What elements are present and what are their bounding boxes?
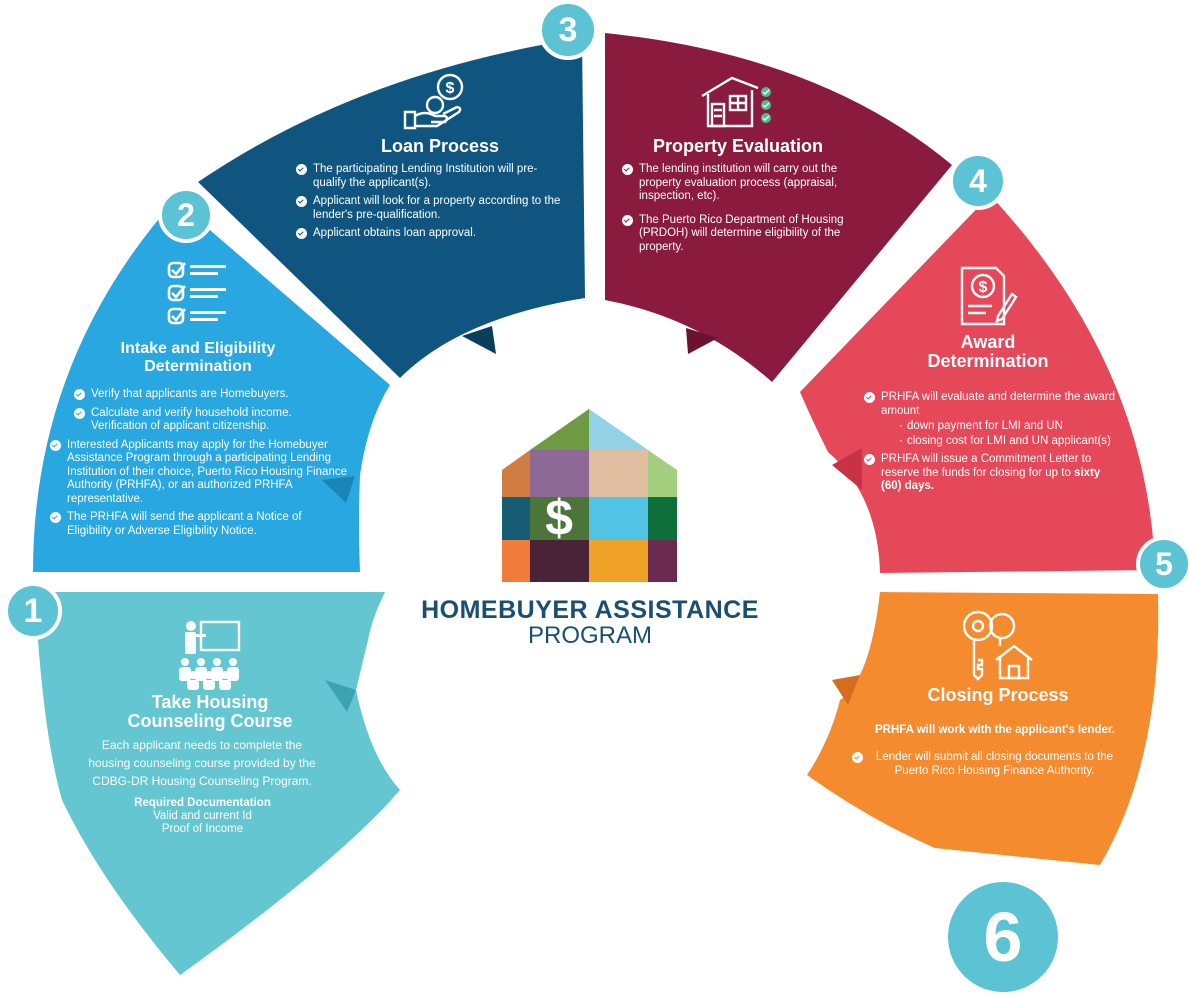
check-icon: [852, 752, 863, 763]
segment-5-shape: [800, 195, 1155, 573]
step-5-sub-item: down payment for LMI and UN: [899, 420, 1119, 434]
step-4-bullet-text: The Puerto Rico Department of Housing (P…: [639, 213, 844, 253]
program-title: HOMEBUYER ASSISTANCE PROGRAM: [395, 596, 785, 649]
program-title-line2: PROGRAM: [527, 622, 652, 649]
step-1-docs: Required Documentation Valid and current…: [110, 797, 295, 836]
step-5-bullet-bold: sixty (60) days.: [881, 466, 1101, 493]
presentation-icon: [179, 620, 241, 690]
step-2-bullet: Interested Applicants may apply for the …: [50, 439, 357, 507]
step-4-bullet: The lending institution will carry out t…: [622, 163, 872, 204]
step-2-bullet: Verify that applicants are Homebuyers.: [74, 388, 361, 402]
segment-4-shape: [605, 33, 952, 382]
step-5-title-line2: Determination: [927, 351, 1049, 371]
svg-text:$: $: [446, 80, 455, 97]
svg-text:$: $: [979, 279, 988, 296]
step-2-title-line1: Intake and Eligibility: [120, 340, 276, 357]
step-3-bullet: The participating Lending Institution wi…: [296, 163, 561, 190]
check-icon: [864, 454, 875, 465]
step-2-title: Intake and Eligibility Determination: [98, 340, 298, 376]
segment-2-shape: [33, 200, 390, 572]
step-4-number: 4: [969, 162, 987, 199]
step-4-list: The lending institution will carry out t…: [622, 163, 872, 259]
segment-6-shape: [807, 592, 1159, 865]
document-dollar-icon: $: [960, 266, 1018, 326]
step-5-bullet-text: PRHFA will issue a Commitment Letter to …: [881, 453, 1092, 479]
step-3-bullet-text: Applicant will look for a property accor…: [313, 195, 561, 221]
step-5-title-line1: Award: [960, 332, 1016, 352]
step-5-bullet: PRHFA will issue a Commitment Letter to …: [864, 453, 1119, 494]
step-1-title-line2: Counseling Course: [127, 711, 293, 731]
step-3-bullet: Applicant will look for a property accor…: [296, 195, 561, 222]
step-4-title: Property Evaluation: [652, 136, 824, 156]
check-icon: [622, 164, 633, 175]
step-2-bullet-text: Interested Applicants may apply for the …: [67, 438, 347, 505]
segment-3-shape: [198, 38, 585, 378]
step-1-title: Take Housing Counseling Course: [110, 693, 310, 731]
check-icon: [50, 512, 61, 523]
step-5-list: PRHFA will evaluate and determine the aw…: [864, 391, 1119, 499]
check-icon: [296, 164, 307, 175]
step-6-title: Closing Process: [927, 685, 1069, 705]
step-6-badge: 6: [943, 877, 1063, 997]
step-2-bullet: The PRHFA will send the applicant a Noti…: [50, 511, 307, 538]
step-2-bullet-text: Verify that applicants are Homebuyers.: [91, 388, 289, 400]
step-1-doc-id: Valid and current Id: [153, 810, 252, 822]
step-2-bullet-text: The PRHFA will send the applicant a Noti…: [67, 511, 302, 537]
step-1-badge: 1: [4, 582, 62, 640]
step-2-bullet: Calculate and verify household income. V…: [74, 407, 341, 434]
check-icon: [74, 407, 85, 419]
step-6-bullet-text: Lender will submit all closing documents…: [875, 751, 1114, 777]
step-1-doc-income: Proof of Income: [161, 823, 244, 835]
step-1-number: 1: [23, 591, 43, 630]
step-1-docs-heading: Required Documentation: [134, 797, 271, 809]
step-4-bullet: The Puerto Rico Department of Housing (P…: [622, 214, 872, 255]
step-5-title: Award Determination: [888, 333, 1088, 371]
step-6-list: Lender will submit all closing documents…: [852, 751, 1120, 783]
step-3-badge: 3: [538, 0, 598, 60]
check-icon: [50, 439, 61, 451]
step-3-bullet: Applicant obtains loan approval.: [296, 227, 561, 241]
step-3-bullet-text: Applicant obtains loan approval.: [313, 227, 477, 239]
check-icon: [864, 392, 875, 403]
step-4-bullet-text: The lending institution will carry out t…: [639, 163, 838, 202]
step-5-bullet-text: PRHFA will evaluate and determine the aw…: [881, 391, 1115, 417]
step-4-badge: 4: [949, 152, 1007, 210]
step-3-title: Loan Process: [380, 136, 500, 156]
program-title-line1: HOMEBUYER ASSISTANCE: [421, 596, 759, 624]
keys-house-icon: [962, 610, 1033, 681]
step-1-title-line1: Take Housing: [151, 692, 269, 712]
step-2-title-line2: Determination: [144, 358, 252, 375]
house-checklist-icon: [701, 76, 771, 128]
step-5-bullet: PRHFA will evaluate and determine the aw…: [864, 391, 1119, 448]
segment-1-shape: [35, 592, 400, 975]
step-2-badge: 2: [158, 187, 214, 243]
check-icon: [74, 389, 85, 400]
house-logo: [502, 409, 677, 582]
step-5-sub-item: closing cost for LMI and UN applicant(s): [899, 435, 1119, 449]
check-icon: [296, 228, 307, 239]
step-1-body: Each applicant needs to complete the hou…: [88, 738, 316, 788]
step-5-badge: 5: [1136, 536, 1189, 592]
step-3-list: The participating Lending Institution wi…: [296, 163, 561, 246]
checklist-icon: [167, 261, 226, 325]
house-dollar-sign: $: [545, 490, 573, 546]
step-3-bullet-text: The participating Lending Institution wi…: [313, 163, 538, 189]
step-2-number: 2: [177, 196, 195, 233]
step-3-number: 3: [558, 10, 578, 49]
step-5-number: 5: [1155, 545, 1173, 582]
step-6-lead: PRHFA will work with the applicant's len…: [874, 724, 1116, 736]
check-icon: [622, 214, 633, 226]
check-icon: [296, 196, 307, 207]
step-6-number: 6: [983, 898, 1023, 976]
step-2-list: Verify that applicants are Homebuyers. C…: [50, 388, 350, 543]
step-2-bullet-text: Calculate and verify household income. V…: [91, 406, 292, 433]
step-6-bullet: Lender will submit all closing documents…: [852, 751, 1120, 778]
hand-coin-icon: $: [403, 73, 464, 130]
